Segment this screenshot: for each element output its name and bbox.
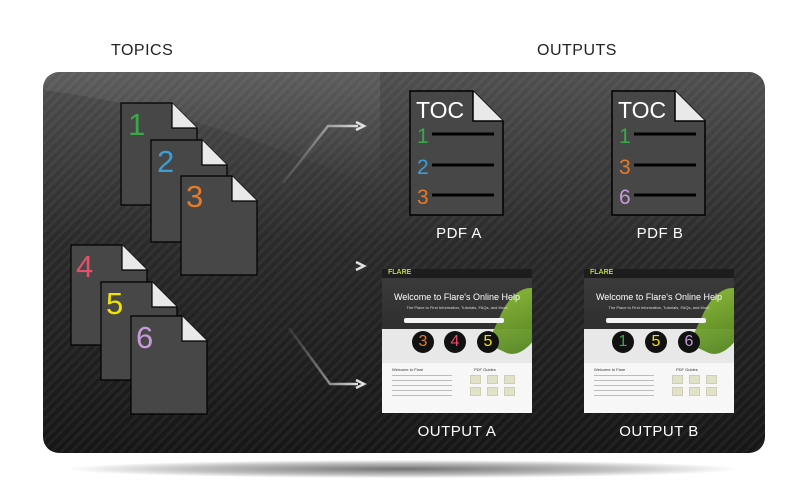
text-line [594,395,654,396]
output-b-lower-title: Welcome to Flare [594,367,626,372]
pdf-a-item-2: 2 [417,156,429,179]
text-line [392,395,452,396]
output-b-circle-3: 6 [678,331,700,353]
output-a-hero-title: Welcome to Flare's Online Help [393,292,521,302]
output-a-circle-3: 5 [477,331,499,353]
output-a-hero-subtitle: The Place to Find Information, Tutorials… [406,305,508,310]
output-a-screenshot: FLARE Welcome to Flare's Online Help The… [382,269,532,413]
text-line [594,375,654,376]
pdf-thumb [706,387,717,396]
pdf-thumb [470,387,481,396]
text-line [392,375,452,376]
panel-shadow [70,460,735,478]
output-b-circle-1: 1 [612,331,634,353]
topic-number-4: 4 [76,249,93,284]
output-a-hero: Welcome to Flare's Online Help The Place… [382,278,532,363]
text-line [594,385,654,386]
output-b-hero-title: Welcome to Flare's Online Help [595,292,723,302]
output-b-screenshot: FLARE Welcome to Flare's Online Help The… [584,269,734,413]
pdf-thumb [672,387,683,396]
pdf-thumb [504,387,515,396]
topic-doc-6 [130,315,208,415]
output-b-hero-subtitle: The Place to Find Information, Tutorials… [608,305,710,310]
pdf-a-label: PDF A [436,225,482,242]
text-line [594,380,654,381]
pdf-a-item-1: 1 [417,125,429,148]
topic-number-5: 5 [106,286,123,321]
pdf-a-item-3: 3 [417,186,429,209]
pdf-thumb [470,375,481,384]
pdf-b-toc-title: TOC [618,97,666,123]
output-a-circle-1: 3 [412,331,434,353]
topics-heading: TOPICS [111,42,174,59]
output-a-lower-title: Welcome to Flare [392,367,424,372]
text-line [594,390,654,391]
topic-number-2: 2 [157,144,174,179]
output-b-navbar: FLARE [584,269,734,278]
output-a-circle-2: 4 [444,331,466,353]
output-b-circle-2: 5 [645,331,667,353]
output-b-hero: Welcome to Flare's Online Help The Place… [584,278,734,363]
text-line [392,390,452,391]
output-b-label: OUTPUT B [619,423,699,440]
topic-number-6: 6 [136,320,153,355]
pdf-thumb [672,375,683,384]
output-b-logo: FLARE [590,269,614,276]
panel-sheen [43,72,380,190]
output-a-logo: FLARE [388,269,412,276]
pdf-b-document [611,90,706,216]
pdf-b-item-3: 6 [619,186,631,209]
topic-number-3: 3 [186,179,203,214]
outputs-heading: OUTPUTS [537,42,617,59]
pdf-thumb [689,387,700,396]
pdf-b-item-1: 1 [619,125,631,148]
topic-number-1: 1 [128,107,145,142]
output-a-label: OUTPUT A [417,423,497,440]
arrow-bottom [287,327,367,390]
pdf-thumb [504,375,515,384]
topic-doc-3 [180,175,258,276]
pdf-thumb [689,375,700,384]
output-b-pdf-guides-title: PDF Guides [676,367,698,372]
pdf-b-label: PDF B [636,225,684,242]
pdf-b-item-2: 3 [619,156,631,179]
output-a-search-input[interactable] [404,318,504,323]
pdf-a-toc-title: TOC [416,97,464,123]
text-line [392,380,452,381]
output-b-lower-section: Welcome to Flare PDF Guides [584,363,734,413]
pdf-thumb [487,387,498,396]
arrow-middle [285,260,367,272]
output-a-lower-section: Welcome to Flare PDF Guides [382,363,532,413]
output-b-search-input[interactable] [606,318,706,323]
pdf-a-document [409,90,504,216]
text-line [392,385,452,386]
pdf-thumb [706,375,717,384]
arrow-top [282,120,367,184]
output-a-navbar: FLARE [382,269,532,278]
pdf-thumb [487,375,498,384]
output-a-pdf-guides-title: PDF Guides [474,367,496,372]
